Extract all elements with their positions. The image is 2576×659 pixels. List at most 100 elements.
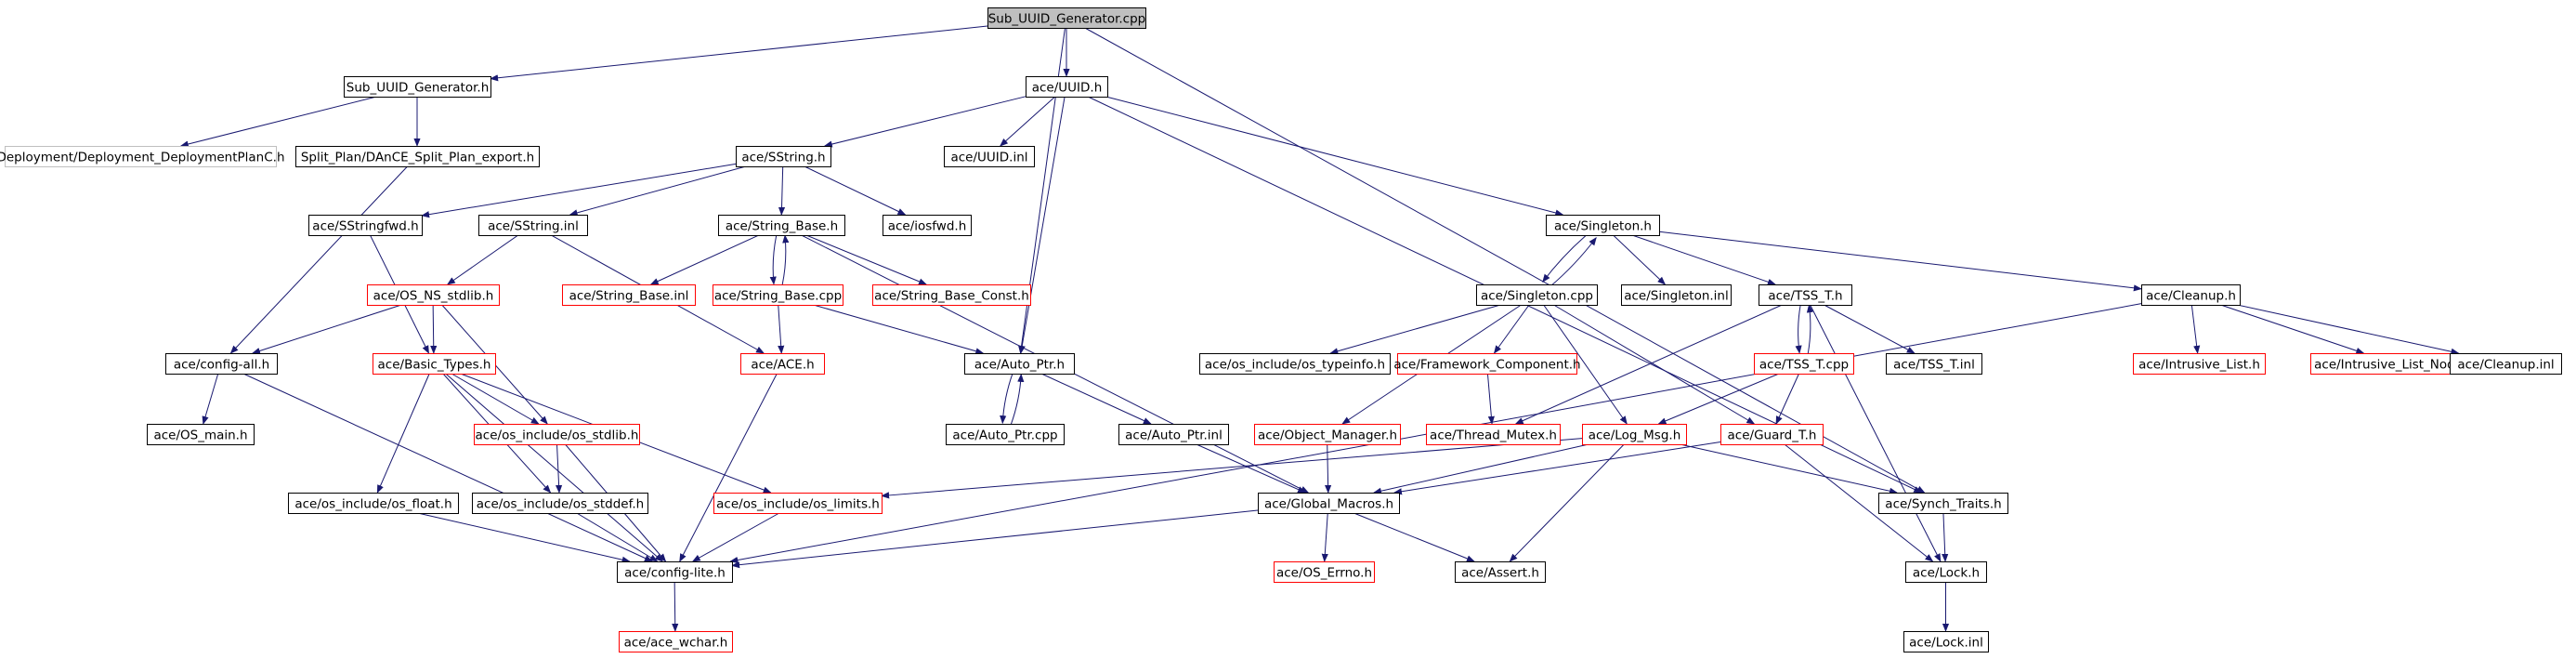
node-ace-log-msg-h[interactable]: ace/Log_Msg.h [1582,424,1687,445]
node-box [740,353,825,375]
node-box [562,284,696,306]
node-box [2133,353,2266,375]
node-ace-cleanup-h[interactable]: ace/Cleanup.h [2141,284,2241,306]
node-ace-singleton-cpp[interactable]: ace/Singleton.cpp [1476,284,1598,306]
edge-framework_comp-to-thread_mutex [1486,373,1495,425]
edge-singleton_cpp-to-log_msg [1543,304,1628,425]
node-ace-cleanup-inl[interactable]: ace/Cleanup.inl [2450,353,2562,375]
node-label: ace/Basic_Types.h [378,358,491,373]
node-ace-string-base-h[interactable]: ace/String_Base.h [718,215,845,236]
edge-uuid_h-to-sstring_h [823,96,1026,148]
edge-basic_types-to-os_float [376,373,430,494]
node-ace-ace-wchar-h[interactable]: ace/ace_wchar.h [619,631,733,652]
node-ace-config-all-h[interactable]: ace/config-all.h [165,353,278,375]
node-ace-iosfwd-h[interactable]: ace/iosfwd.h [883,215,972,236]
edge-guard_t-to-global_macros [1393,442,1721,495]
node-ace-lock-inl[interactable]: ace/Lock.inl [1903,631,1989,652]
node-box [1759,284,1852,306]
edge-tss_t_cpp-to-log_msg [1657,373,1780,425]
node-ace-auto-ptr-h[interactable]: ace/Auto_Ptr.h [964,353,1075,375]
edge-config_all-to-os_main [202,373,219,425]
node-label: ace/Global_Macros.h [1264,497,1393,512]
node-box [1754,353,1854,375]
node-ace-auto-ptr-inl[interactable]: ace/Auto_Ptr.inl [1118,424,1229,445]
node-ace-uuid-h[interactable]: ace/UUID.h [1026,76,1108,98]
node-ace-os-ns-stdlib-h[interactable]: ace/OS_NS_stdlib.h [367,284,500,306]
node-ace-string-base-inl[interactable]: ace/String_Base.inl [562,284,696,306]
node-box [147,424,255,445]
node-box [1546,215,1660,236]
node-label: ace/Lock.inl [1909,636,1983,651]
node-box [295,146,540,167]
node-box [474,424,640,445]
node-box [165,353,278,375]
node-ace-os-include-os-typeinfo-h[interactable]: ace/os_include/os_typeinfo.h [1199,353,1391,375]
node-label: ace/OS_Errno.h [1276,566,1372,581]
node-box [1026,76,1108,98]
node-label: ace/UUID.h [1032,81,1103,96]
edge-auto_ptr_h-to-auto_ptr_inl [1040,373,1152,425]
node-ace-config-lite-h[interactable]: ace/config-lite.h [617,561,733,583]
node-deployment-deployment-deploymentplanc-h[interactable]: Deployment/Deployment_DeploymentPlanC.h [0,146,285,167]
node-ace-thread-mutex-h[interactable]: ace/Thread_Mutex.h [1426,424,1561,445]
node-ace-singleton-h[interactable]: ace/Singleton.h [1546,215,1660,236]
edge-uuid_h-to-uuid_inl [1000,96,1056,147]
edge-log_msg-to-os_limits [881,438,1583,499]
node-sub-uuid-generator-h[interactable]: Sub_UUID_Generator.h [344,76,491,98]
node-label: ace/SStringfwd.h [312,219,418,234]
node-box [1455,561,1546,583]
node-ace-os-main-h[interactable]: ace/OS_main.h [147,424,255,445]
node-label: ace/config-all.h [174,358,269,373]
node-ace-os-include-os-stdlib-h[interactable]: ace/os_include/os_stdlib.h [474,424,640,445]
edge-singleton_cpp-to-guard_t [1553,304,1756,425]
edge-basic_types-to-config_lite [445,373,663,562]
edge-uuid_h-to-auto_ptr_h [1018,96,1066,354]
node-ace-string-base-cpp[interactable]: ace/String_Base.cpp [713,284,843,306]
node-ace-object-manager-h[interactable]: ace/Object_Manager.h [1254,424,1401,445]
node-ace-intrusive-list-h[interactable]: ace/Intrusive_List.h [2133,353,2266,375]
node-box [713,284,843,306]
node-label: ace/Assert.h [1461,566,1539,581]
node-box [478,215,588,236]
node-box [1397,353,1577,375]
node-ace-os-include-os-limits-h[interactable]: ace/os_include/os_limits.h [713,493,883,514]
node-ace-tss-t-h[interactable]: ace/TSS_T.h [1759,284,1852,306]
node-ace-framework-component-h[interactable]: ace/Framework_Component.h [1393,353,1581,375]
node-ace-os-errno-h[interactable]: ace/OS_Errno.h [1274,561,1375,583]
node-ace-string-base-const-h[interactable]: ace/String_Base_Const.h [872,284,1031,306]
node-ace-sstring-inl[interactable]: ace/SString.inl [478,215,588,236]
node-ace-basic-types-h[interactable]: ace/Basic_Types.h [373,353,496,375]
edge-config_all-to-config_lite [242,373,653,562]
node-box [944,146,1035,167]
node-ace-tss-t-inl[interactable]: ace/TSS_T.inl [1886,353,1982,375]
edge-guard_t-to-lock_h [1784,443,1934,562]
node-ace-sstringfwd-h[interactable]: ace/SStringfwd.h [308,215,423,236]
node-ace-auto-ptr-cpp[interactable]: ace/Auto_Ptr.cpp [946,424,1065,445]
node-box [872,284,1031,306]
node-ace-os-include-os-float-h[interactable]: ace/os_include/os_float.h [288,493,459,514]
node-ace-synch-traits-h[interactable]: ace/Synch_Traits.h [1878,493,2008,514]
node-ace-tss-t-cpp[interactable]: ace/TSS_T.cpp [1754,353,1854,375]
node-ace-ace-h[interactable]: ace/ACE.h [740,353,825,375]
edge-global_macros-to-config_lite [731,509,1259,569]
node-box [5,146,277,167]
node-label: ace/Synch_Traits.h [1885,497,2001,512]
node-box [373,353,496,375]
edge-synch_traits-to-lock_h [1942,512,1949,562]
edge-root-to-synch_traits [1084,27,1926,494]
node-ace-intrusive-list-node-h[interactable]: ace/Intrusive_List_Node.h [2310,353,2478,375]
node-ace-os-include-os-stddef-h[interactable]: ace/os_include/os_stddef.h [472,493,648,514]
node-ace-singleton-inl[interactable]: ace/Singleton.inl [1621,284,1732,306]
edge-sstring_h-to-sstringfwd [421,163,737,218]
node-ace-sstring-h[interactable]: ace/SString.h [736,146,831,167]
edge-tss_t_h-to-tss_t_cpp [1795,304,1802,354]
node-ace-guard-t-h[interactable]: ace/Guard_T.h [1720,424,1824,445]
edge-sstring_h-to-iosfwd [804,165,907,216]
node-ace-lock-h[interactable]: ace/Lock.h [1905,561,1987,583]
node-split-plan-dance-split-plan-export-h[interactable]: Split_Plan/DAnCE_Split_Plan_export.h [295,146,540,167]
node-box [1258,493,1400,514]
node-ace-uuid-inl[interactable]: ace/UUID.inl [944,146,1035,167]
node-ace-assert-h[interactable]: ace/Assert.h [1455,561,1546,583]
node-ace-global-macros-h[interactable]: ace/Global_Macros.h [1258,493,1400,514]
